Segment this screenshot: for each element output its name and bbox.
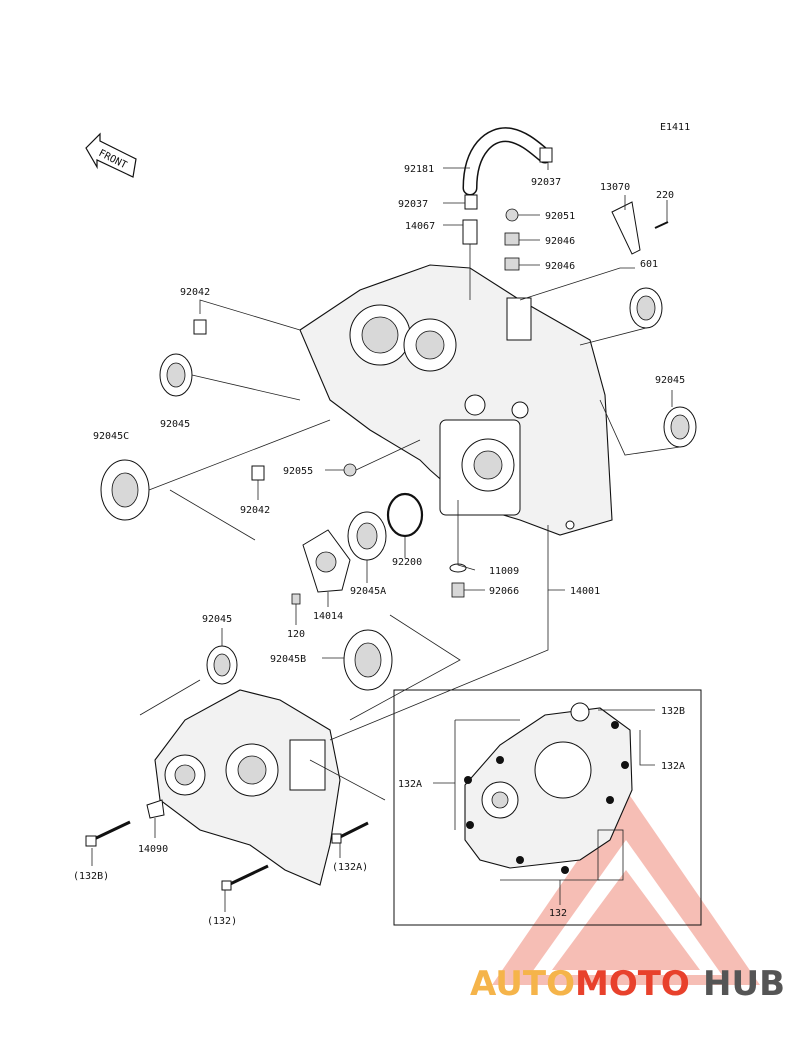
label-92042-bottom: 92042: [240, 505, 270, 516]
bearing-92045B: [343, 629, 393, 691]
watermark-triangle: [492, 790, 760, 985]
label-14090: 14090: [138, 844, 168, 855]
label-92045-right: 92045: [655, 375, 685, 386]
bolt-132A: [331, 821, 369, 844]
label-92045-lower: 92045: [202, 614, 232, 625]
front-arrow-icon: FRONT: [85, 132, 137, 178]
bracket-14090: [146, 799, 165, 819]
label-92181: 92181: [404, 164, 434, 175]
label-14001: 14001: [570, 586, 600, 597]
pin-92042-top: [193, 319, 207, 335]
part-92055: [343, 463, 357, 477]
label-92066: 92066: [489, 586, 519, 597]
pin-92042-bottom: [251, 465, 265, 481]
label-92045B: 92045B: [270, 654, 306, 665]
bearing-92045A: [347, 511, 387, 561]
label-92055: 92055: [283, 466, 313, 477]
label-13070: 13070: [600, 182, 630, 193]
label-132A: 132A: [661, 761, 685, 772]
label-132A-left: 132A: [398, 779, 422, 790]
label-92200: 92200: [392, 557, 422, 568]
bearing-92045C: [100, 459, 150, 521]
diagram-code: E1411: [660, 122, 690, 133]
label-92046-a: 92046: [545, 236, 575, 247]
watermark-moto: MOTO: [575, 964, 690, 1004]
label-14067: 14067: [405, 221, 435, 232]
watermark-auto: AUTO: [470, 964, 575, 1004]
label-92045A: 92045A: [350, 586, 386, 597]
label-220: 220: [656, 190, 674, 201]
bearing-92045-right: [663, 406, 697, 448]
bolt-132B: [85, 820, 131, 847]
label-92045C: 92045C: [93, 431, 129, 442]
leader-lines: [91, 162, 681, 912]
label-92037-right: 92037: [531, 177, 561, 188]
upper-crankcase: [299, 264, 613, 536]
label-132-paren: (132): [207, 916, 237, 927]
bolt-132: [221, 864, 269, 891]
watermark-hub: HUB: [703, 964, 785, 1004]
lower-crankcase: [154, 689, 341, 886]
label-132B: 132B: [661, 706, 685, 717]
plug-92066: [451, 582, 465, 598]
bearing-92045-upper-left: [159, 353, 193, 397]
label-132B-paren: (132B): [73, 871, 109, 882]
inset-box: [393, 689, 702, 926]
label-92037-left: 92037: [398, 199, 428, 210]
plate-14014: [302, 529, 351, 593]
label-92045-left: 92045: [160, 419, 190, 430]
bolt-120: [291, 593, 301, 605]
label-92051: 92051: [545, 211, 575, 222]
label-92042-top: 92042: [180, 287, 210, 298]
label-132A-paren: (132A): [332, 862, 368, 873]
inset-crankcase: [464, 702, 633, 874]
label-92046-b: 92046: [545, 261, 575, 272]
bearing-92045-lower: [206, 645, 238, 685]
breather-hose: [462, 127, 553, 245]
oring-92200: [386, 492, 424, 538]
label-120: 120: [287, 629, 305, 640]
part-labels: 92181 92037 92037 92051 13070 220 14067 …: [73, 164, 685, 927]
label-132: 132: [549, 908, 567, 919]
label-601: 601: [640, 259, 658, 270]
label-14014: 14014: [313, 611, 343, 622]
watermark-logo: AUTO MOTO HUB: [470, 964, 785, 1004]
small-parts-stack: [504, 201, 669, 271]
bearing-601: [629, 287, 663, 329]
label-11009: 11009: [489, 566, 519, 577]
